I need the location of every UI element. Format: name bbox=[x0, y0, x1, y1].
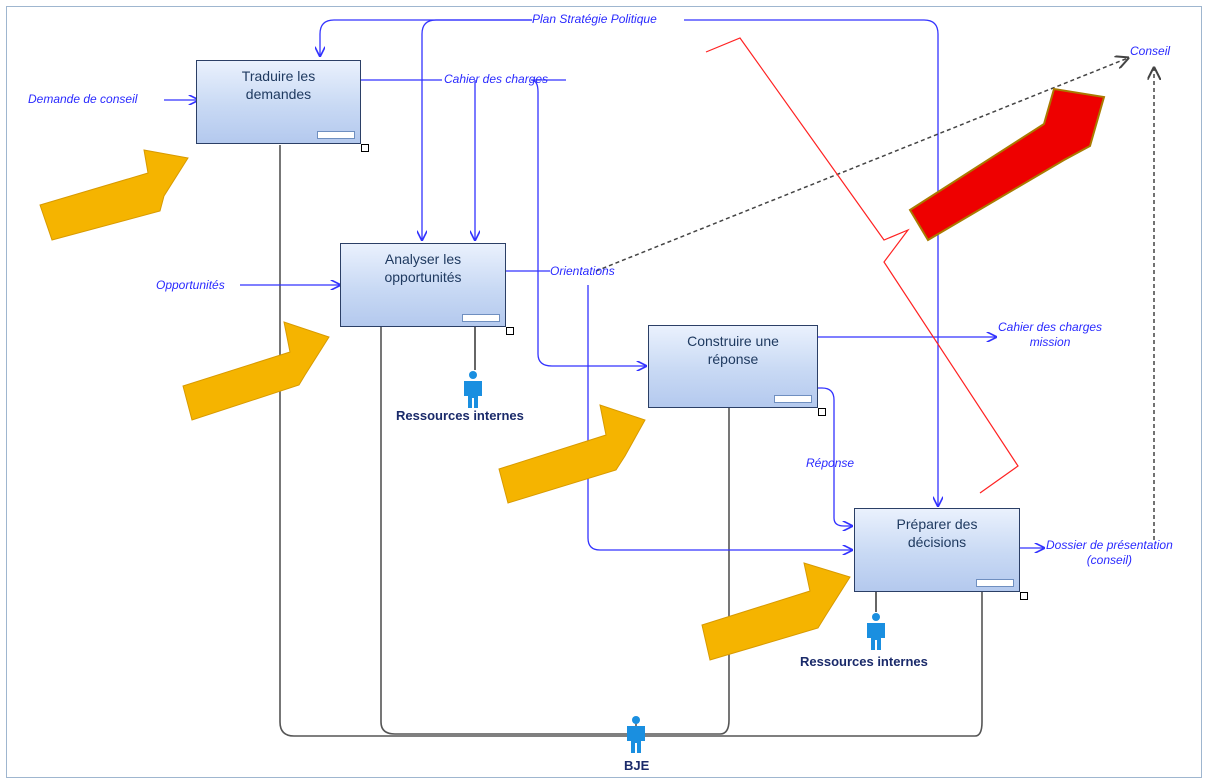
flow-demande-conseil: Demande de conseil bbox=[28, 92, 138, 106]
highlight-arrow-icon bbox=[39, 149, 189, 241]
process-preparer[interactable]: Préparer des décisions bbox=[854, 508, 1028, 600]
construire-outputs bbox=[818, 337, 996, 526]
orientations-flows bbox=[506, 270, 852, 550]
flow-conseil: Conseil bbox=[1130, 44, 1171, 58]
input-flows bbox=[164, 100, 340, 285]
cahier-flows bbox=[361, 79, 646, 366]
process-badge bbox=[317, 131, 355, 139]
highlight-arrow-icon bbox=[182, 321, 330, 421]
process-construire[interactable]: Construire une réponse bbox=[648, 325, 826, 416]
process-badge bbox=[462, 314, 500, 322]
flow-opportunites: Opportunités bbox=[156, 278, 225, 292]
expand-icon[interactable] bbox=[1020, 592, 1028, 600]
process-label: Construire une réponse bbox=[687, 333, 779, 367]
flow-dossier-presentation: Dossier de présentation (conseil) bbox=[1046, 538, 1173, 568]
process-analyser[interactable]: Analyser les opportunités bbox=[340, 243, 514, 335]
flow-dossier-line1: Dossier de présentation bbox=[1046, 538, 1173, 552]
flow-reponse: Réponse bbox=[806, 456, 855, 470]
conseil-dotted-lines bbox=[595, 58, 1154, 540]
process-label: Analyser les opportunités bbox=[384, 251, 462, 285]
person-icon bbox=[464, 371, 482, 408]
process-traduire[interactable]: Traduire les demandes bbox=[196, 60, 369, 152]
flow-dossier-line2: (conseil) bbox=[1086, 553, 1133, 567]
process-label: Préparer des décisions bbox=[896, 516, 978, 550]
focus-arrow-icon bbox=[908, 87, 1106, 242]
expand-icon[interactable] bbox=[361, 144, 369, 152]
flow-cahier-mission-line2: mission bbox=[1029, 335, 1071, 349]
flow-cahier-charges: Cahier des charges bbox=[444, 72, 549, 86]
process-badge bbox=[774, 395, 812, 403]
highlight-arrows bbox=[39, 149, 851, 661]
plan-control-flows bbox=[320, 19, 938, 506]
resource-internes-label: Ressources internes bbox=[396, 408, 524, 423]
flow-orientations: Orientations bbox=[550, 264, 615, 278]
highlight-arrow-icon bbox=[701, 562, 851, 661]
expand-icon[interactable] bbox=[506, 327, 514, 335]
flow-plan-strategie: Plan Stratégie Politique bbox=[532, 12, 657, 26]
flow-cahier-mission-line1: Cahier des charges bbox=[998, 320, 1103, 334]
internal-resource-lines bbox=[474, 327, 877, 612]
process-badge bbox=[976, 579, 1014, 587]
process-label: Traduire les demandes bbox=[241, 68, 316, 102]
resource-internes-label: Ressources internes bbox=[800, 654, 928, 669]
person-icon bbox=[867, 613, 885, 650]
diagram-frame bbox=[6, 6, 1202, 778]
expand-icon[interactable] bbox=[818, 408, 826, 416]
resource-bje-label: BJE bbox=[624, 758, 650, 773]
red-bracket bbox=[705, 37, 1019, 494]
highlight-arrow-icon bbox=[498, 404, 646, 504]
flow-cahier-mission: Cahier des charges mission bbox=[998, 320, 1102, 350]
person-icon bbox=[627, 716, 645, 753]
